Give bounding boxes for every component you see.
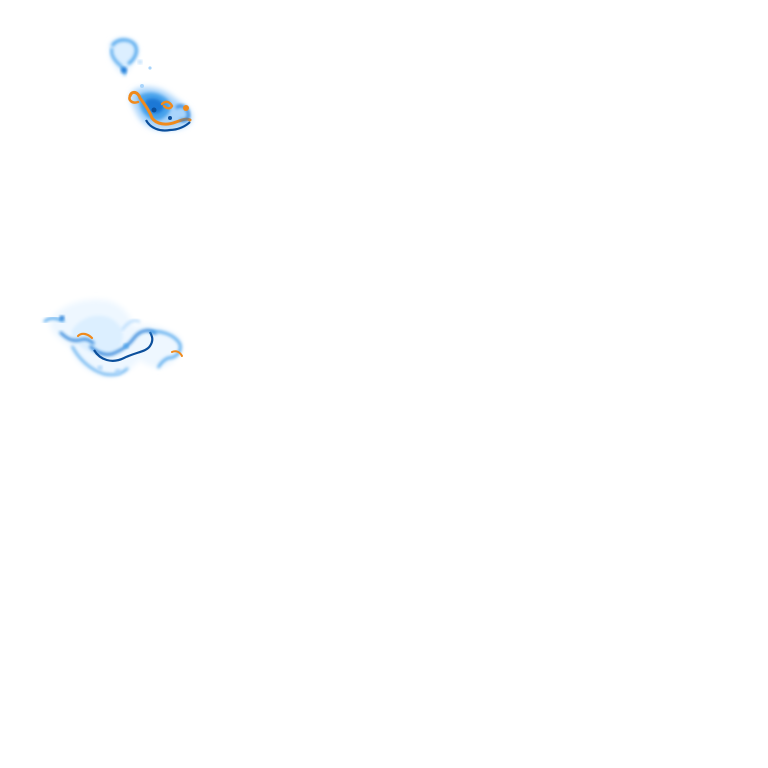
lower-cloud bbox=[49, 299, 182, 377]
lower-cluster bbox=[43, 299, 183, 377]
upper-cluster bbox=[109, 38, 192, 132]
upper-ring-blob bbox=[109, 38, 152, 76]
lower-contours bbox=[43, 315, 183, 376]
upper-dense-blob bbox=[128, 84, 192, 132]
